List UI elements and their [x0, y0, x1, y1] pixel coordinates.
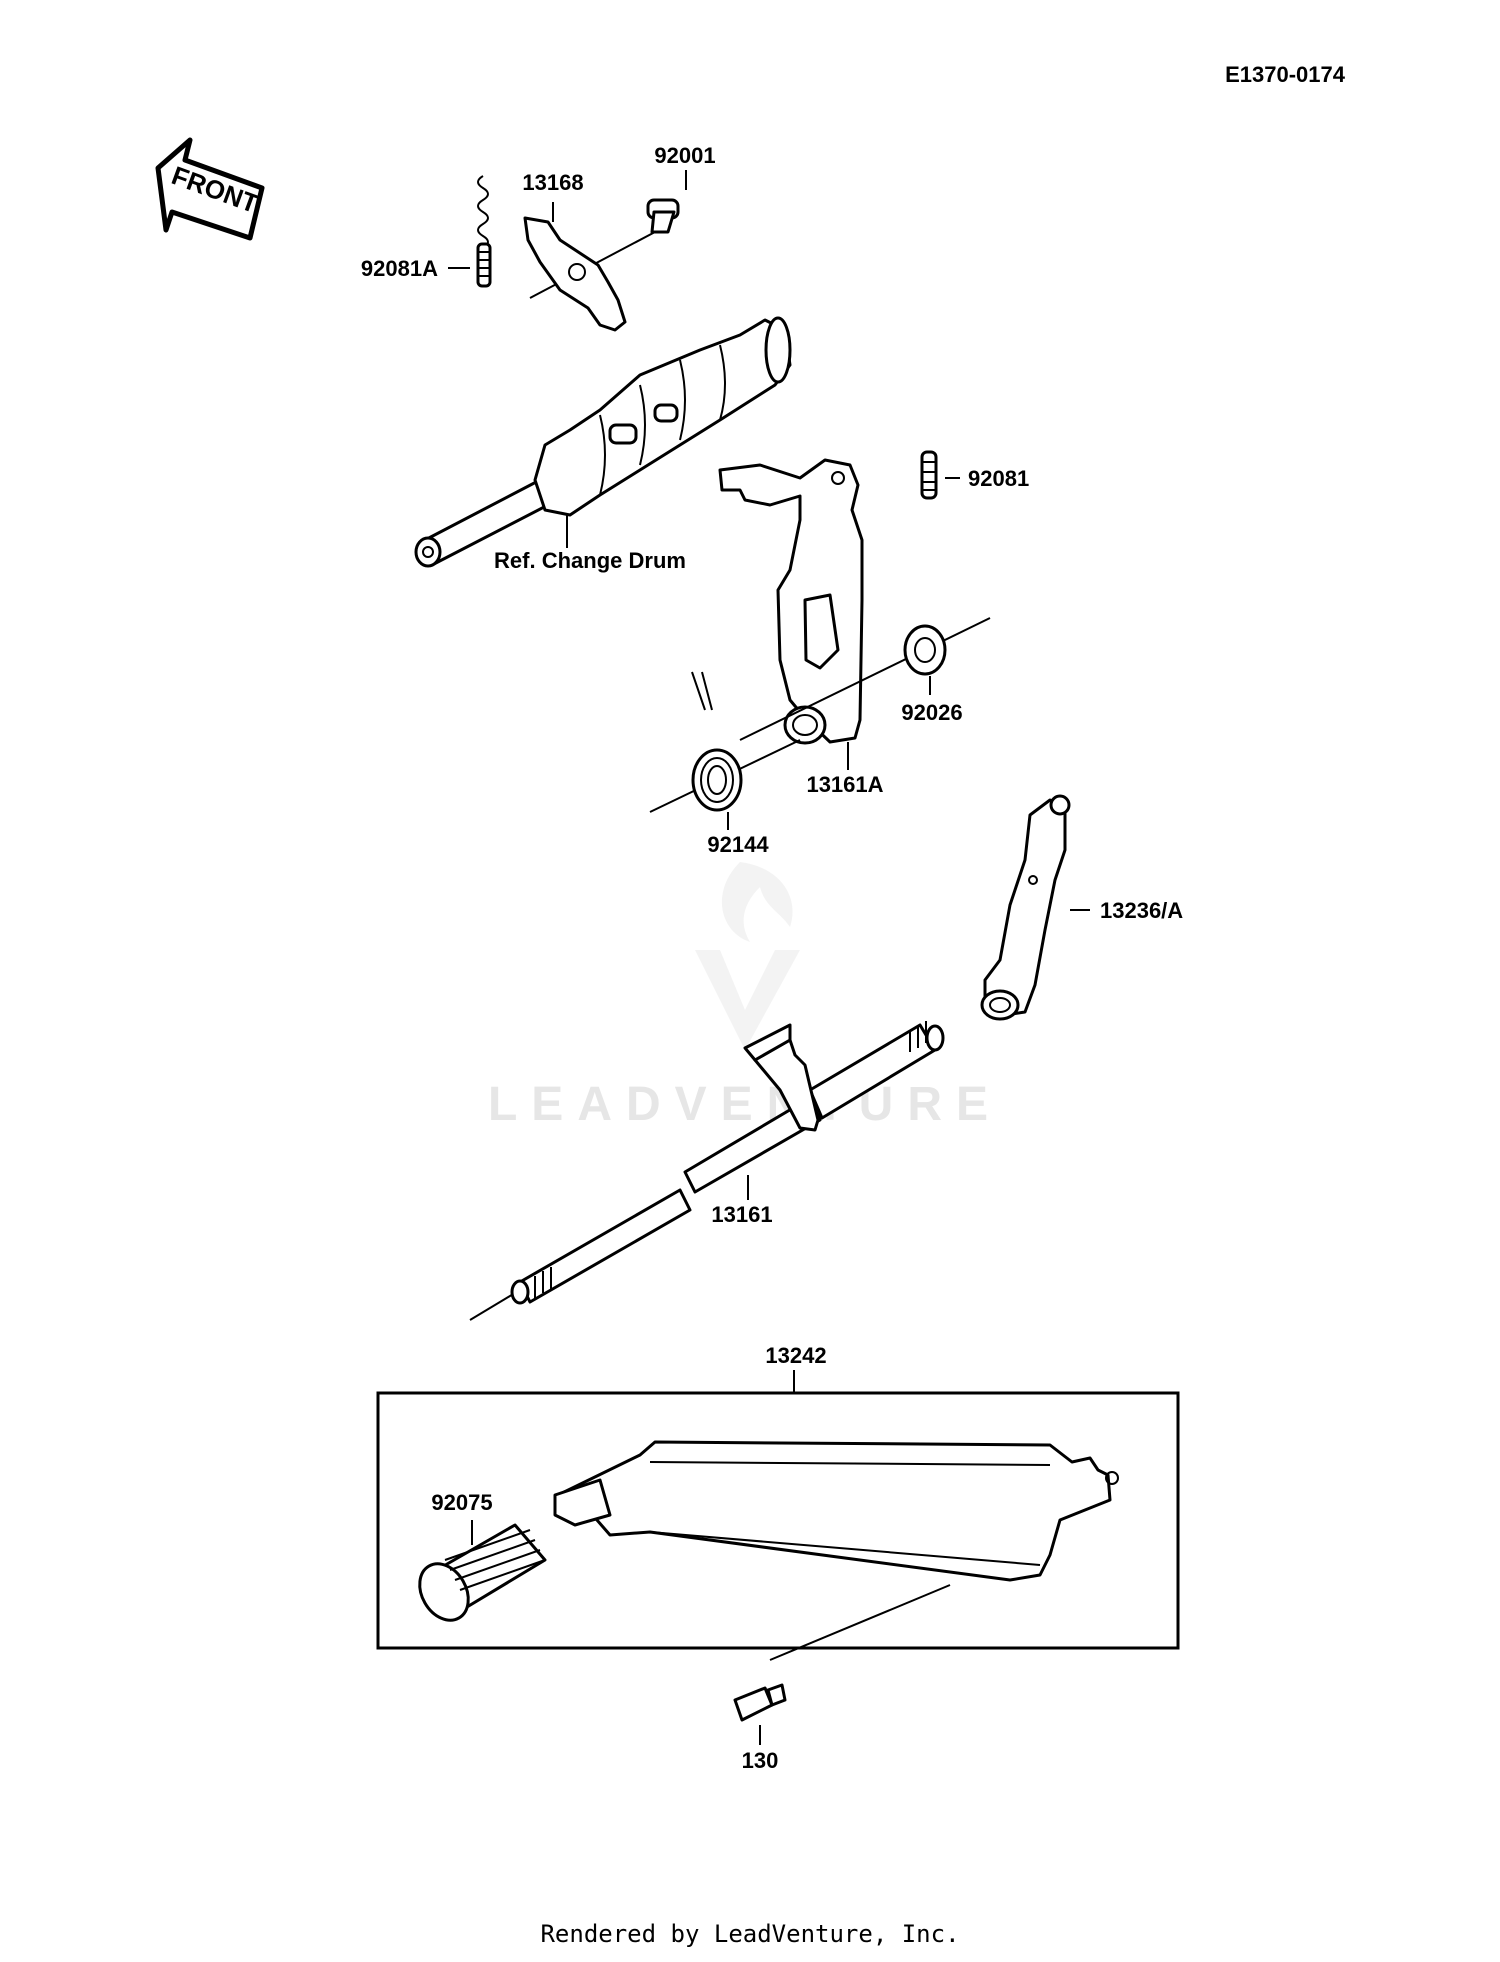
label-13236A: 13236/A — [1100, 898, 1183, 923]
part-92144-return-spring[interactable]: 92144 — [649, 671, 801, 857]
part-130-bolt[interactable]: 130 — [733, 1584, 951, 1773]
part-13161A-shift-arm[interactable]: 13161A — [718, 458, 884, 797]
label-13161A: 13161A — [806, 772, 883, 797]
label-130: 130 — [742, 1748, 779, 1773]
label-13161: 13161 — [711, 1202, 772, 1227]
ref-label: Ref. Change Drum — [494, 548, 686, 573]
label-13168: 13168 — [522, 170, 583, 195]
part-13168-stopper-plate[interactable]: 13168 — [522, 170, 627, 332]
part-13161-shift-shaft[interactable]: 13161 — [469, 1021, 945, 1321]
part-92081-spring[interactable]: 92081 — [920, 450, 1029, 500]
footer-text: Rendered by LeadVenture, Inc. — [540, 1920, 959, 1948]
change-drum-reference: Ref. Change Drum — [414, 316, 792, 573]
leadventure-logo — [695, 862, 800, 1050]
label-92144: 92144 — [707, 832, 769, 857]
front-arrow-icon: FRONT — [155, 137, 265, 241]
part-92001-screw[interactable]: 92001 — [529, 143, 716, 299]
diagram-code: E1370-0174 — [1225, 62, 1346, 87]
label-92081: 92081 — [968, 466, 1029, 491]
label-92001: 92001 — [654, 143, 715, 168]
part-13236A-lever[interactable]: 13236/A — [980, 794, 1183, 1021]
part-13242-shift-pedal-assembly[interactable]: 13242 — [376, 1343, 1180, 1650]
assembly-box — [376, 1391, 1180, 1650]
part-92075-pedal-rubber[interactable]: 92075 — [410, 1490, 547, 1629]
part-92026-collar[interactable]: 92026 — [739, 617, 991, 741]
watermark-text: LEADVENTURE — [488, 1078, 1002, 1131]
part-92081A-spring[interactable]: 92081A — [361, 175, 492, 288]
label-92026: 92026 — [901, 700, 962, 725]
label-92081A: 92081A — [361, 256, 438, 281]
watermark: LEADVENTURE — [488, 862, 1002, 1131]
label-13242: 13242 — [765, 1343, 826, 1368]
label-92075: 92075 — [431, 1490, 492, 1515]
